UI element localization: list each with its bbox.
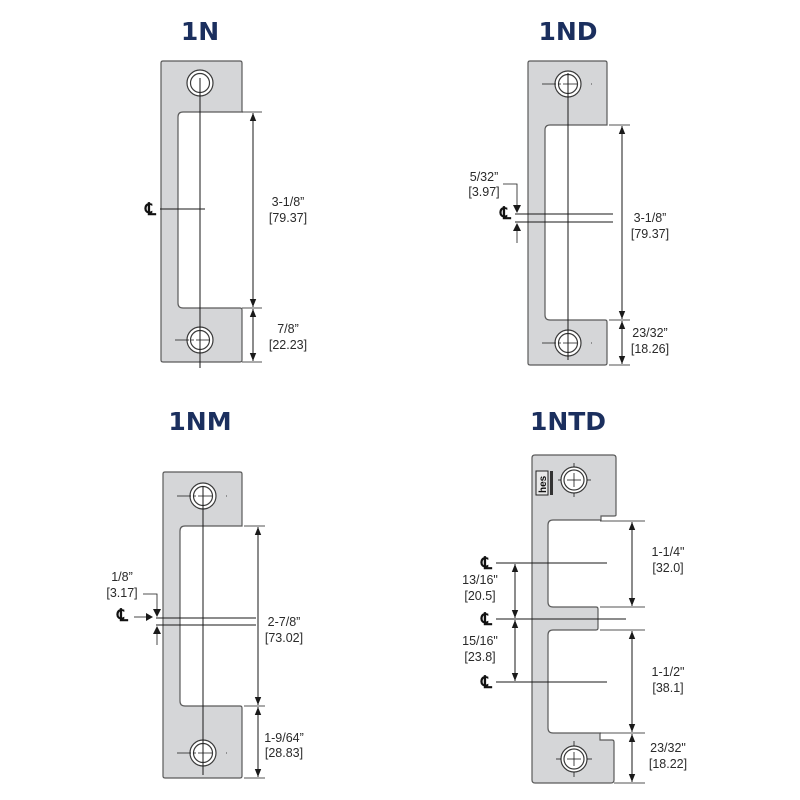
diagram-1n: 1N ℄ 3-1/8” [79.37] 7/8” [22.23] xyxy=(144,17,307,368)
dimension-imperial: 1-9/64” xyxy=(264,731,304,745)
centerline-symbol-icon: ℄ xyxy=(499,204,512,224)
dimension-metric: [18.22] xyxy=(649,757,687,771)
dimension-metric: [3.17] xyxy=(106,586,137,600)
screw-hole-bottom-1ntd xyxy=(556,741,592,777)
centerline-symbol-icon: ℄ xyxy=(480,610,493,630)
centerline-symbol-icon: ℄ xyxy=(116,606,129,626)
dimension-imperial: 1/8” xyxy=(111,570,133,584)
logo-text: hes xyxy=(538,475,549,493)
dimension-metric: [28.83] xyxy=(265,746,303,760)
dimension-metric: [3.97] xyxy=(468,185,499,199)
screw-hole-top-1ntd xyxy=(558,463,591,497)
dimension-metric: [79.37] xyxy=(631,227,669,241)
diagram-1nd: 1ND ℄ 5/32” [3.97] 3-1/8” [79.37] xyxy=(468,17,669,366)
dimension-metric: [79.37] xyxy=(269,211,307,225)
diagram-title-1n: 1N xyxy=(181,17,219,46)
dimension-imperial: 23/32” xyxy=(632,326,667,340)
hes-logo: hes xyxy=(535,470,553,496)
dimension-imperial: 15/16" xyxy=(462,634,498,648)
strike-plate-1n xyxy=(160,60,243,363)
dimension-imperial: 5/32” xyxy=(470,170,499,184)
diagram-1ntd: 1NTD hes xyxy=(462,407,687,784)
dimension-imperial: 13/16" xyxy=(462,573,498,587)
dimension-metric: [23.8] xyxy=(464,650,495,664)
diagram-1nm: 1NM ℄ 1/8” [3.17] 2-7/8” [73.02] xyxy=(106,407,304,779)
dimension-imperial: 1-1/4" xyxy=(652,545,685,559)
centerline-symbol-icon: ℄ xyxy=(480,554,493,574)
diagram-title-1nm: 1NM xyxy=(168,407,231,436)
dimension-metric: [22.23] xyxy=(269,338,307,352)
dimension-imperial: 23/32" xyxy=(650,741,686,755)
centerline-symbol-icon: ℄ xyxy=(144,200,157,220)
dimension-imperial: 2-7/8” xyxy=(268,615,301,629)
dimension-imperial: 3-1/8” xyxy=(272,195,305,209)
dimension-imperial: 7/8” xyxy=(277,322,299,336)
diagram-title-1ntd: 1NTD xyxy=(530,407,606,436)
dimension-metric: [32.0] xyxy=(652,561,683,575)
diagram-title-1nd: 1ND xyxy=(538,17,597,46)
dimension-imperial: 3-1/8” xyxy=(634,211,667,225)
dimension-metric: [20.5] xyxy=(464,589,495,603)
dimension-metric: [18.26] xyxy=(631,342,669,356)
dimension-imperial: 1-1/2" xyxy=(652,665,685,679)
dimension-metric: [73.02] xyxy=(265,631,303,645)
dimension-metric: [38.1] xyxy=(652,681,683,695)
centerline-symbol-icon: ℄ xyxy=(480,673,493,693)
